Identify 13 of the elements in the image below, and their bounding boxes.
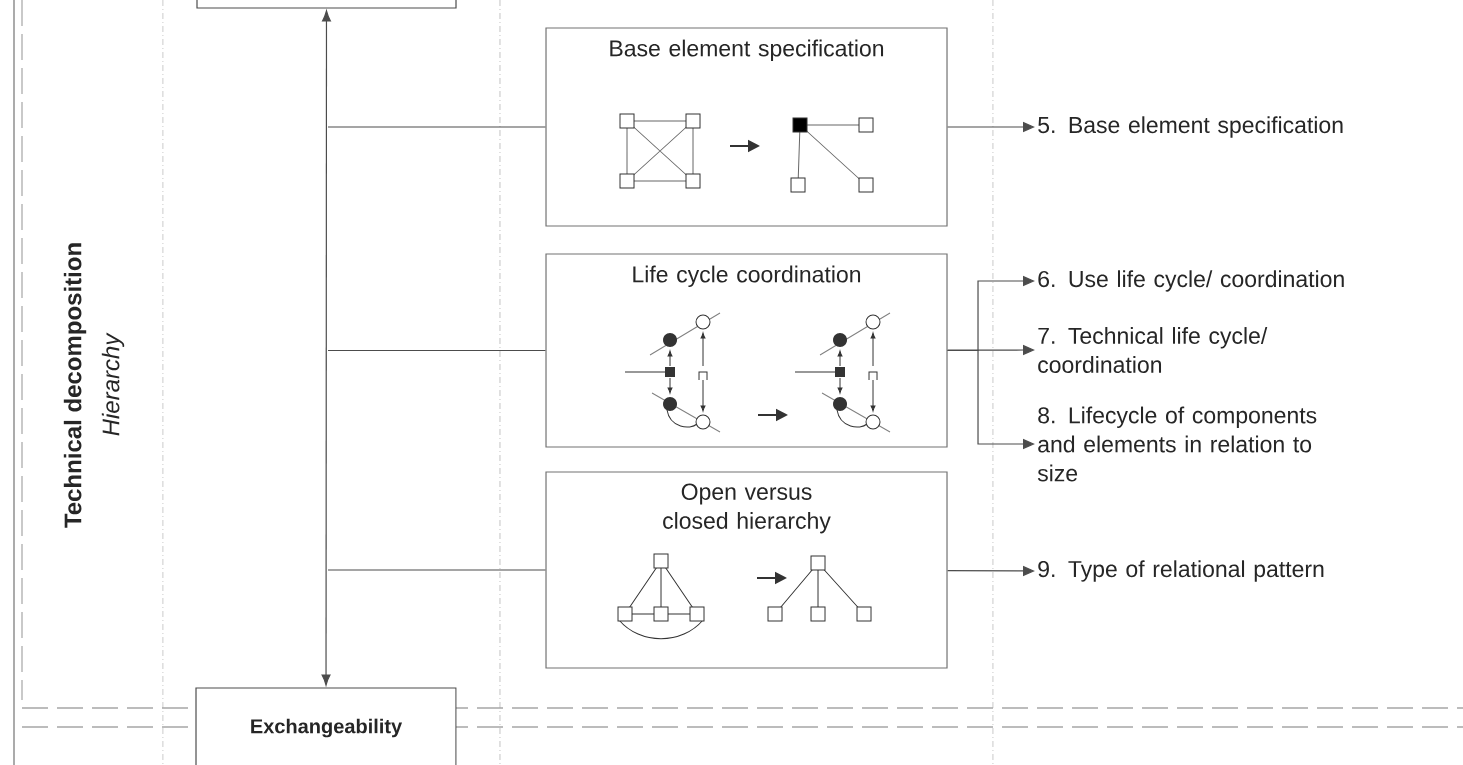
diagram-panel: Open versus closed hierarchy [545,471,948,669]
diagram-panel: Life cycle coordination [545,253,948,448]
diagram-panel: Base element specification [545,27,948,227]
side-label: Hierarchy [101,332,125,436]
item-text: 5. Base element specification [1038,116,1343,138]
side-label: Technical decomposition [63,243,87,528]
item-text: 6. Use life cycle/ coordination [1038,270,1344,292]
item-text: 8. Lifecycle of components and elements in relation to size [1037,406,1317,482]
item-text: 7. Technical life cycle/ coordination [1038,327,1268,373]
arrow [321,10,332,686]
box [196,0,457,9]
heading-box: Exchangeability [195,687,457,765]
item-text: 9. Type of relational pattern [1038,560,1324,582]
